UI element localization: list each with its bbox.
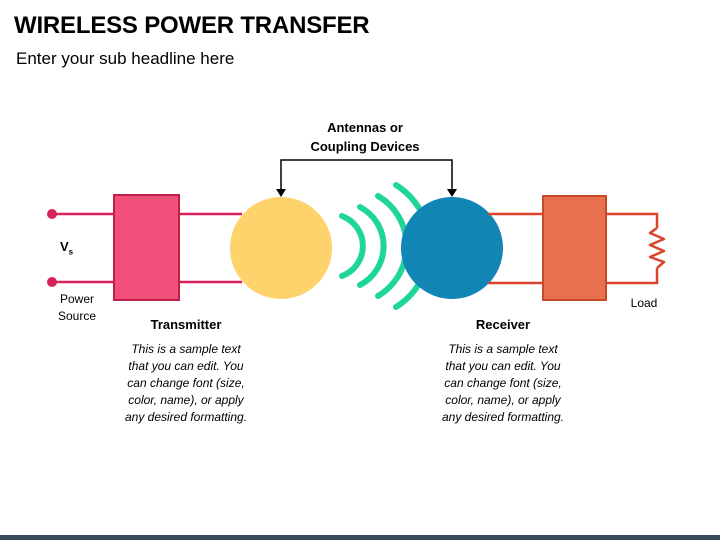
transmitter-description: This is a sample text that you can edit.… xyxy=(106,341,266,426)
receiver-desc-line: This is a sample text xyxy=(448,342,558,356)
arrow-to-receive-antenna xyxy=(447,189,457,197)
vs-subscript: s xyxy=(68,247,74,257)
terminal-bottom xyxy=(47,277,57,287)
page-subtitle: Enter your sub headline here xyxy=(16,49,235,68)
transmitter-desc-line: color, name), or apply xyxy=(128,393,244,407)
antennas-label-line1: Antennas or xyxy=(327,120,403,135)
transmitter-desc-line: can change font (size, xyxy=(127,376,245,390)
transmitter-title: Transmitter xyxy=(150,317,222,332)
terminal-top xyxy=(47,209,57,219)
vs-label: Vs xyxy=(60,239,73,257)
load-label: Load xyxy=(630,296,658,310)
transmitter-box xyxy=(113,194,180,301)
transmitter-wires xyxy=(52,212,242,284)
antennas-label-line2: Coupling Devices xyxy=(310,139,420,154)
receiver-title: Receiver xyxy=(475,317,531,332)
transmitter-desc-line: any desired formatting. xyxy=(124,410,248,424)
antennas-label: Antennas or Coupling Devices xyxy=(290,118,440,156)
load-resistor xyxy=(648,226,666,269)
receiver-description: This is a sample text that you can edit.… xyxy=(423,341,583,426)
receiver-box xyxy=(542,195,607,301)
receiver-desc-line: can change font (size, xyxy=(444,376,562,390)
power-source-line1: Power xyxy=(59,292,94,306)
arrow-to-transmit-antenna xyxy=(276,189,286,197)
transmitter-desc-line: that you can edit. You xyxy=(128,359,244,373)
footer-bar xyxy=(0,535,720,540)
transmit-antenna xyxy=(230,197,332,299)
receive-antenna xyxy=(401,197,503,299)
receiver-desc-line: any desired formatting. xyxy=(441,410,565,424)
vs-letter: V xyxy=(60,239,69,254)
transmitter-desc-line: This is a sample text xyxy=(131,342,241,356)
antenna-bracket xyxy=(280,159,453,190)
receiver-desc-line: that you can edit. You xyxy=(445,359,561,373)
power-source-label: Power Source xyxy=(52,291,102,325)
receiver-wires xyxy=(488,212,659,285)
receiver-desc-line: color, name), or apply xyxy=(445,393,561,407)
page-title: WIRELESS POWER TRANSFER xyxy=(14,12,370,39)
power-source-line2: Source xyxy=(57,309,97,323)
